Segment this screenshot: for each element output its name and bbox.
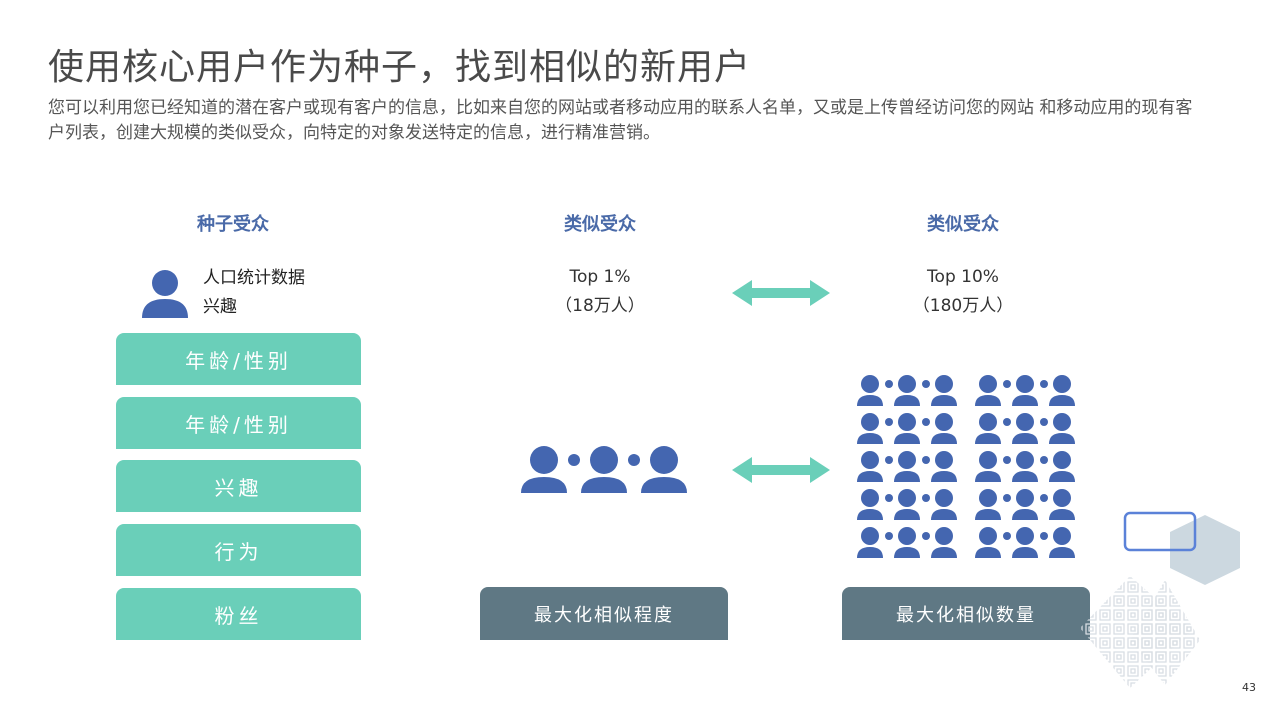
similar-audience-heading-10: 类似受众 — [927, 214, 999, 235]
seed-box-interests: 兴趣 — [116, 460, 361, 512]
double-arrow-icon — [732, 280, 830, 306]
crowd-icon — [857, 375, 1075, 558]
decorative-pattern — [1080, 511, 1240, 688]
person-icon — [142, 270, 188, 318]
seed-attr-demographics: 人口统计数据 — [203, 268, 305, 288]
similar-audience-heading-1: 类似受众 — [564, 214, 636, 235]
people-group-icon — [521, 446, 687, 493]
page-number: 43 — [1242, 681, 1256, 694]
top-10-percent-label: Top 10% — [927, 267, 999, 287]
maximize-similarity-button: 最大化相似程度 — [480, 587, 728, 640]
seed-attr-interests: 兴趣 — [203, 297, 237, 317]
seed-audience-heading: 种子受众 — [197, 214, 269, 235]
double-arrow-icon — [732, 457, 830, 483]
top-1-percent-count: （18万人） — [555, 296, 645, 316]
seed-box-age-gender-1: 年龄/性别 — [116, 333, 361, 385]
seed-box-behavior: 行为 — [116, 524, 361, 576]
seed-box-age-gender-2: 年龄/性别 — [116, 397, 361, 449]
seed-box-fans: 粉丝 — [116, 588, 361, 640]
top-1-percent-label: Top 1% — [569, 267, 631, 287]
maximize-volume-button: 最大化相似数量 — [842, 587, 1090, 640]
page-title: 使用核心用户作为种子，找到相似的新用户 — [48, 47, 752, 88]
page-subtitle: 您可以利用您已经知道的潜在客户或现有客户的信息，比如来自您的网站或者移动应用的联… — [48, 98, 1193, 143]
top-10-percent-count: （180万人） — [912, 296, 1014, 316]
